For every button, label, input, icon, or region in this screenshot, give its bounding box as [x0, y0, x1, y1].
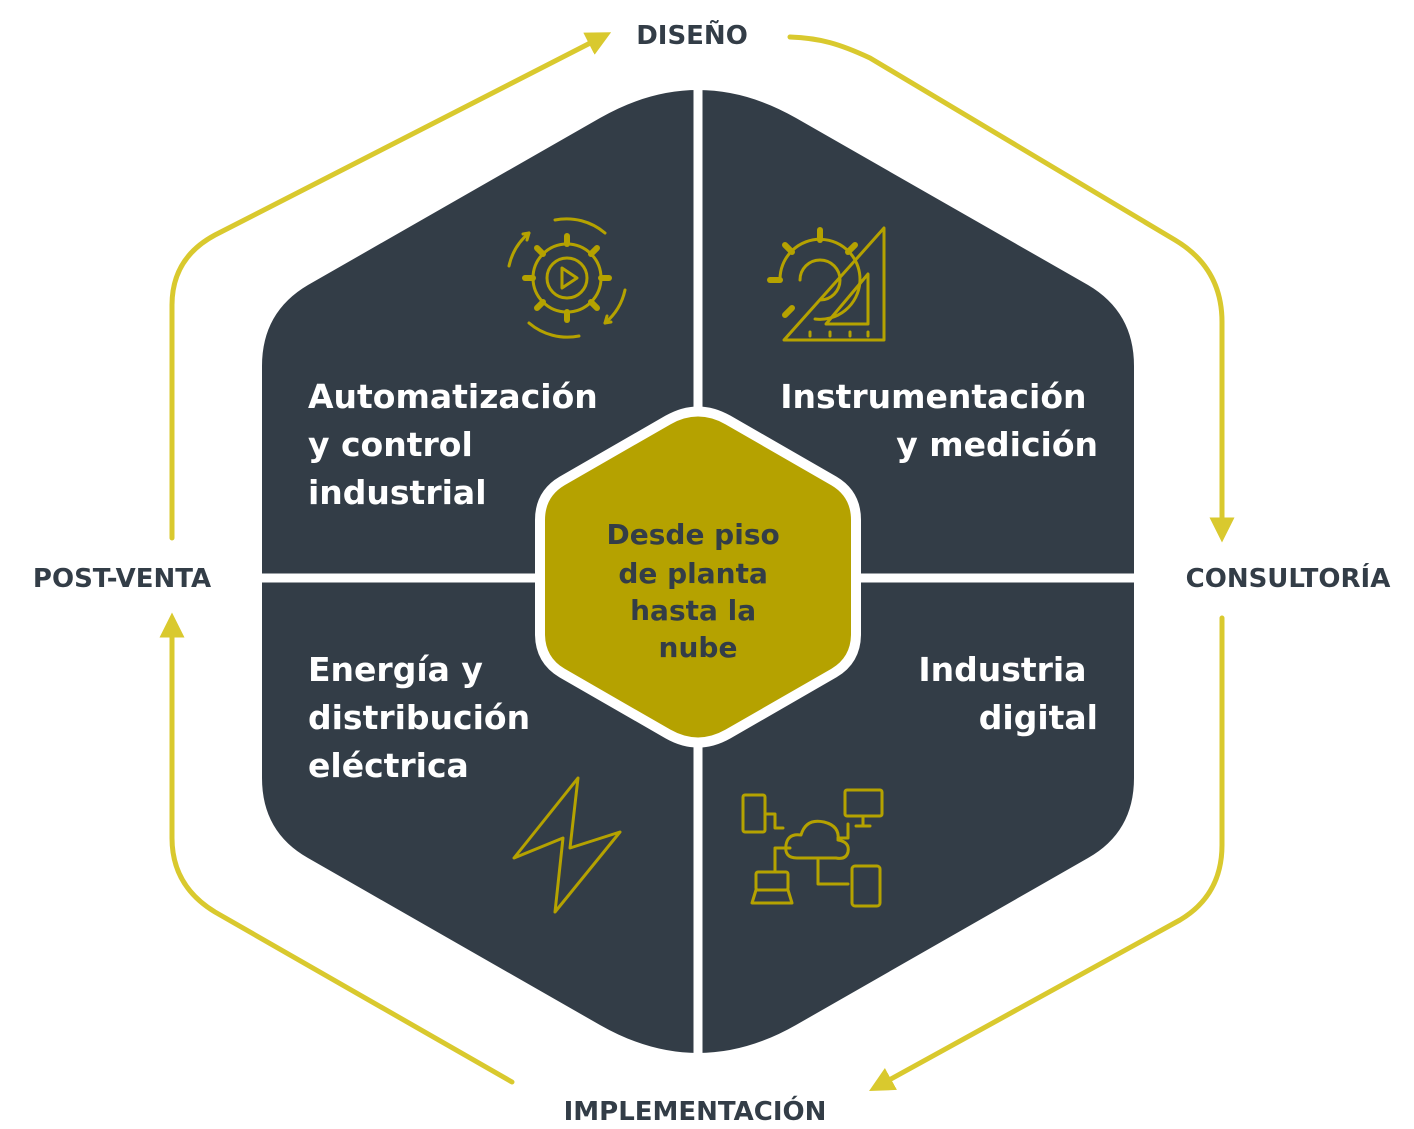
stage-label-consultoria: CONSULTORÍA: [1186, 562, 1391, 594]
quadrant-label-instrumentacion: Instrumentación y medición: [780, 377, 1098, 464]
center-title-line: nube: [659, 631, 738, 664]
quadrant-label-line: Industria: [918, 650, 1086, 689]
stage-label-implementacion: IMPLEMENTACIÓN: [564, 1095, 827, 1127]
stage-label-diseno: DISEÑO: [636, 19, 748, 51]
arrow-implementacion-to-postventa: [159, 612, 515, 1085]
quadrant-label-line: y control: [308, 425, 473, 464]
center-title-line: Desde piso: [607, 518, 780, 551]
center-title-line: de planta: [618, 557, 768, 590]
gear-cycle-play-icon: [507, 217, 627, 339]
quadrant-label-line: industrial: [308, 473, 487, 512]
arrow-consultoria-to-implementacion: [869, 615, 1225, 1092]
quadrant-label-line: Automatización: [308, 377, 598, 416]
quadrant-label-industria-digital: Industria digital: [918, 650, 1098, 737]
quadrant-label-line: Instrumentación: [780, 377, 1086, 416]
quadrant-label-energia: Energía y distribución eléctrica: [308, 650, 542, 785]
arrow-postventa-to-diseno: [169, 32, 612, 541]
quadrant-label-line: Energía y: [308, 650, 483, 689]
arrow-diseno-to-consultoria: [787, 34, 1235, 543]
center-title-line: hasta la: [630, 594, 756, 627]
stage-label-postventa: POST-VENTA: [33, 564, 211, 594]
quadrant-label-line: y medición: [896, 425, 1098, 464]
quadrant-label-automatizacion: Automatización y control industrial: [308, 377, 609, 512]
cloud-network-icon: [741, 788, 884, 908]
gear-ruler-icon: [767, 226, 886, 342]
quadrant-label-line: digital: [979, 698, 1098, 737]
quadrant-label-line: distribución: [308, 698, 530, 737]
center-hexagon: [535, 406, 861, 748]
cycle-arrows: [159, 32, 1235, 1092]
center-title: Desde piso de planta hasta la nube: [607, 518, 790, 664]
lightning-icon: [512, 776, 622, 914]
quadrant-label-line: eléctrica: [308, 746, 469, 785]
